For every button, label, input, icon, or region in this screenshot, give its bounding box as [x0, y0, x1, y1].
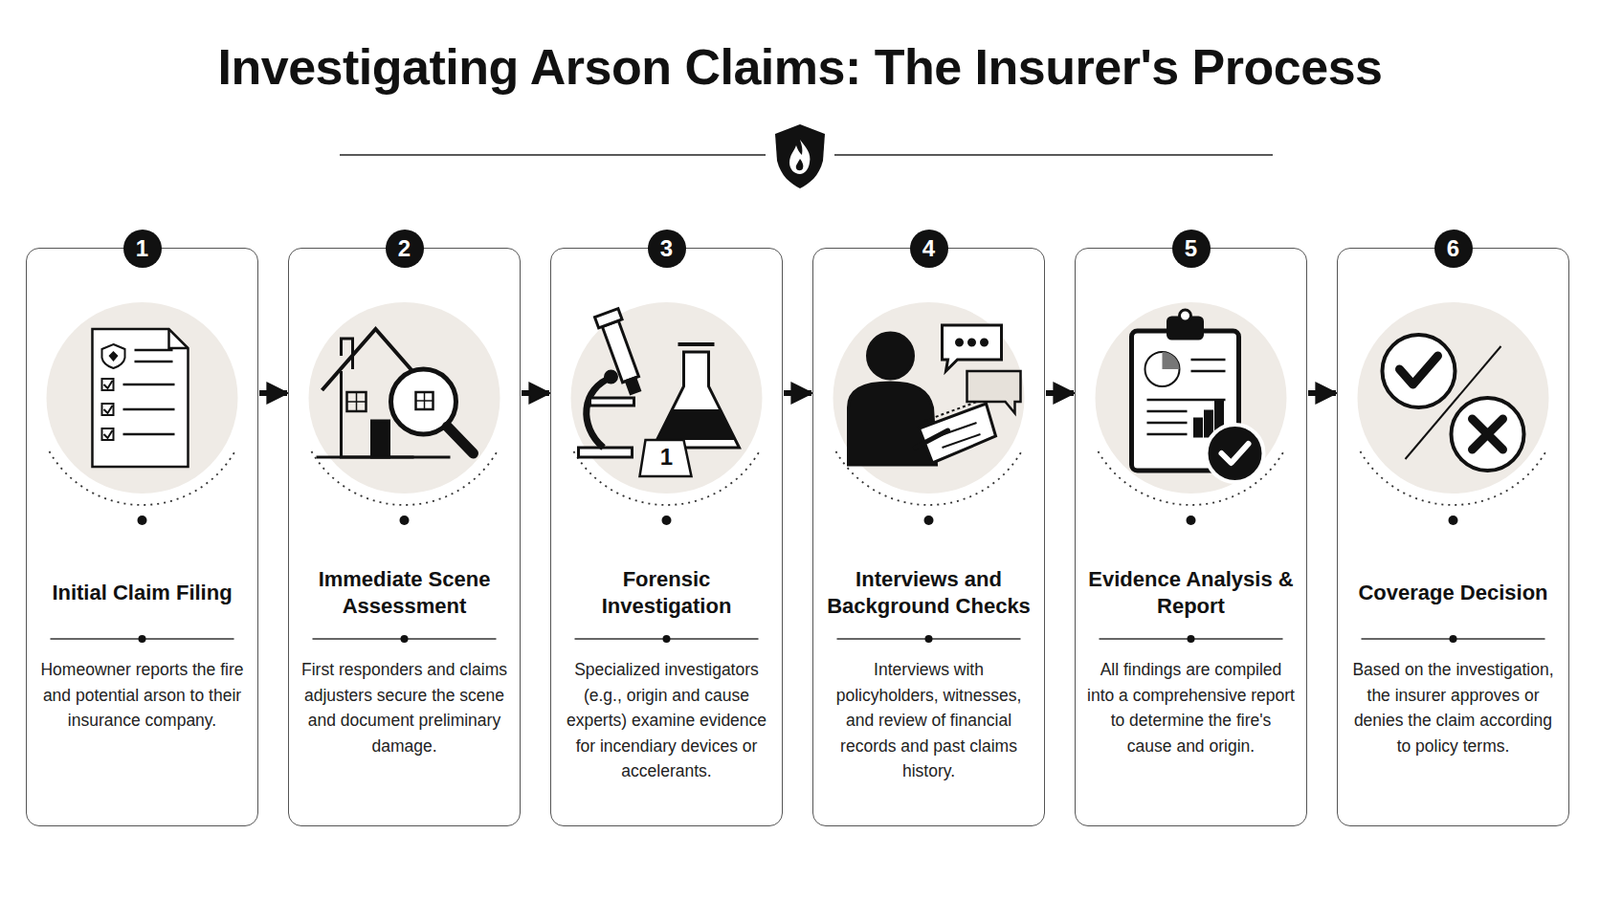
evidence-marker-number: 1	[652, 444, 682, 471]
flow-arrow	[259, 390, 288, 397]
decision-icon	[1382, 334, 1525, 471]
step-heading: Interviews and Background Checks	[821, 559, 1037, 627]
process-card: Interviews and Background ChecksIntervie…	[812, 247, 1045, 827]
icon-ground	[309, 302, 501, 644]
step-description: First responders and claims adjusters se…	[300, 657, 509, 759]
forensic-lab-icon	[578, 309, 740, 477]
flow-arrow	[783, 390, 812, 397]
step-number: 3	[647, 229, 687, 268]
icon-ground	[833, 302, 1025, 644]
step-number: 2	[385, 229, 424, 268]
step-number-text: 3	[660, 235, 673, 263]
report-icon	[1132, 310, 1265, 483]
step-heading: Evidence Analysis & Report	[1083, 559, 1299, 627]
claim-form-icon	[92, 329, 189, 467]
step-description: All findings are compiled into a compreh…	[1087, 657, 1295, 759]
process-card: Initial Claim FilingHomeowner reports th…	[25, 247, 259, 827]
diagram-title: Investigating Arson Claims: The Insurer'…	[0, 38, 1600, 96]
step-number: 4	[910, 229, 949, 268]
shield-icon	[775, 124, 825, 189]
interview-icon	[848, 325, 1022, 466]
step-heading: Immediate Scene Assessment	[296, 559, 512, 627]
process-card: Evidence Analysis & ReportAll findings a…	[1074, 247, 1308, 827]
flow-arrow	[1045, 390, 1074, 397]
step-number: 6	[1434, 229, 1473, 268]
step-heading: Coverage Decision	[1345, 559, 1561, 627]
step-number-text: 4	[922, 235, 935, 263]
process-card: Coverage DecisionBased on the investigat…	[1336, 247, 1570, 827]
step-number-text: 6	[1446, 235, 1460, 263]
house-inspection-icon	[316, 329, 474, 458]
flow-arrow	[1308, 390, 1336, 397]
icon-ground	[571, 302, 763, 644]
step-description: Homeowner reports the fire and potential…	[38, 657, 246, 734]
step-description: Specialized investigators (e.g., origin …	[562, 657, 771, 785]
flow-arrow	[521, 390, 550, 397]
step-heading: Forensic Investigation	[558, 559, 775, 627]
icon-ground	[1095, 302, 1288, 644]
process-card: Immediate Scene AssessmentFirst responde…	[288, 247, 521, 827]
step-number-text: 1	[135, 235, 149, 263]
step-description: Based on the investigation, the insurer …	[1349, 657, 1557, 759]
step-number: 5	[1172, 229, 1211, 268]
step-number-text: 2	[398, 235, 411, 263]
step-description: Interviews with policyholders, witnesses…	[824, 657, 1033, 785]
step-number: 1	[123, 229, 162, 268]
step-number-text: 5	[1184, 235, 1198, 263]
step-heading: Initial Claim Filing	[34, 559, 250, 627]
process-card: Forensic InvestigationSpecialized invest…	[550, 247, 783, 827]
